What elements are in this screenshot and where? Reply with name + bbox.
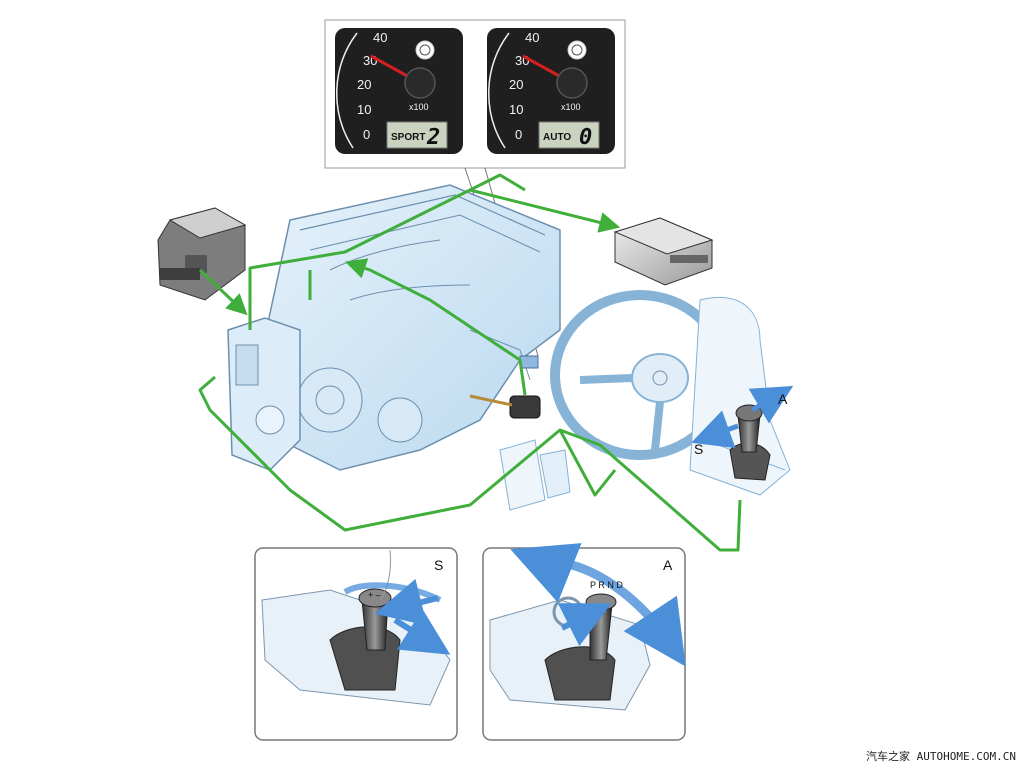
needle-hub	[404, 67, 436, 99]
detail-panel-sequential: + – S	[254, 547, 458, 741]
hydraulic-actuator-unit	[157, 207, 247, 301]
tick-label: 20	[509, 77, 523, 92]
wiring-harness	[198, 173, 742, 552]
gate-marks: + –	[368, 590, 381, 600]
rpm-multiplier: x100	[409, 102, 429, 112]
tick-label: 40	[373, 30, 387, 45]
detail-panel-label: S	[434, 557, 443, 573]
gauge-scale	[335, 32, 358, 149]
shift-arrow-automatic	[748, 385, 794, 424]
tick-label: 10	[357, 102, 371, 117]
tick-label: 40	[525, 30, 539, 45]
tachometer-gauge-auto: 40 30 20 10 0 x100 AUTO 0	[487, 28, 615, 154]
shift-label-sequential: S	[694, 441, 703, 457]
tick-label: 30	[515, 53, 529, 68]
detail-panel-label: A	[663, 557, 673, 573]
alfa-romeo-badge-icon	[415, 40, 435, 60]
engine-illustration	[259, 184, 561, 471]
gear-indicator: 2	[426, 125, 440, 150]
gauge-scale	[487, 32, 510, 149]
gate-marks: P R N D	[590, 580, 623, 590]
gear-indicator: 0	[579, 125, 592, 150]
pedal-box	[499, 439, 571, 511]
gearbox-mode-label: AUTO	[543, 132, 571, 143]
alfa-romeo-badge-icon	[567, 40, 587, 60]
lcd-display	[386, 121, 448, 149]
tachometer-gauge-sport: 40 30 20 10 0 x100 SPORT 2	[335, 28, 463, 154]
shift-label-automatic: A	[778, 391, 788, 407]
tick-label: 0	[363, 127, 370, 142]
needle-hub	[556, 67, 588, 99]
lcd-display	[538, 121, 600, 149]
gearbox-mode-label: SPORT	[391, 132, 425, 143]
source-watermark: 汽车之家 AUTOHOME.COM.CN	[866, 750, 1016, 763]
rpm-multiplier: x100	[561, 102, 581, 112]
detail-panel-automatic: P R N D A	[482, 543, 686, 741]
electronic-control-unit	[613, 217, 714, 286]
tick-label: 30	[363, 53, 377, 68]
tick-label: 0	[515, 127, 522, 142]
gearbox-illustration	[227, 317, 301, 471]
tick-label: 10	[509, 102, 523, 117]
tick-label: 20	[357, 77, 371, 92]
shift-arrow-sequential	[691, 410, 739, 449]
clutch-actuator	[469, 355, 541, 419]
